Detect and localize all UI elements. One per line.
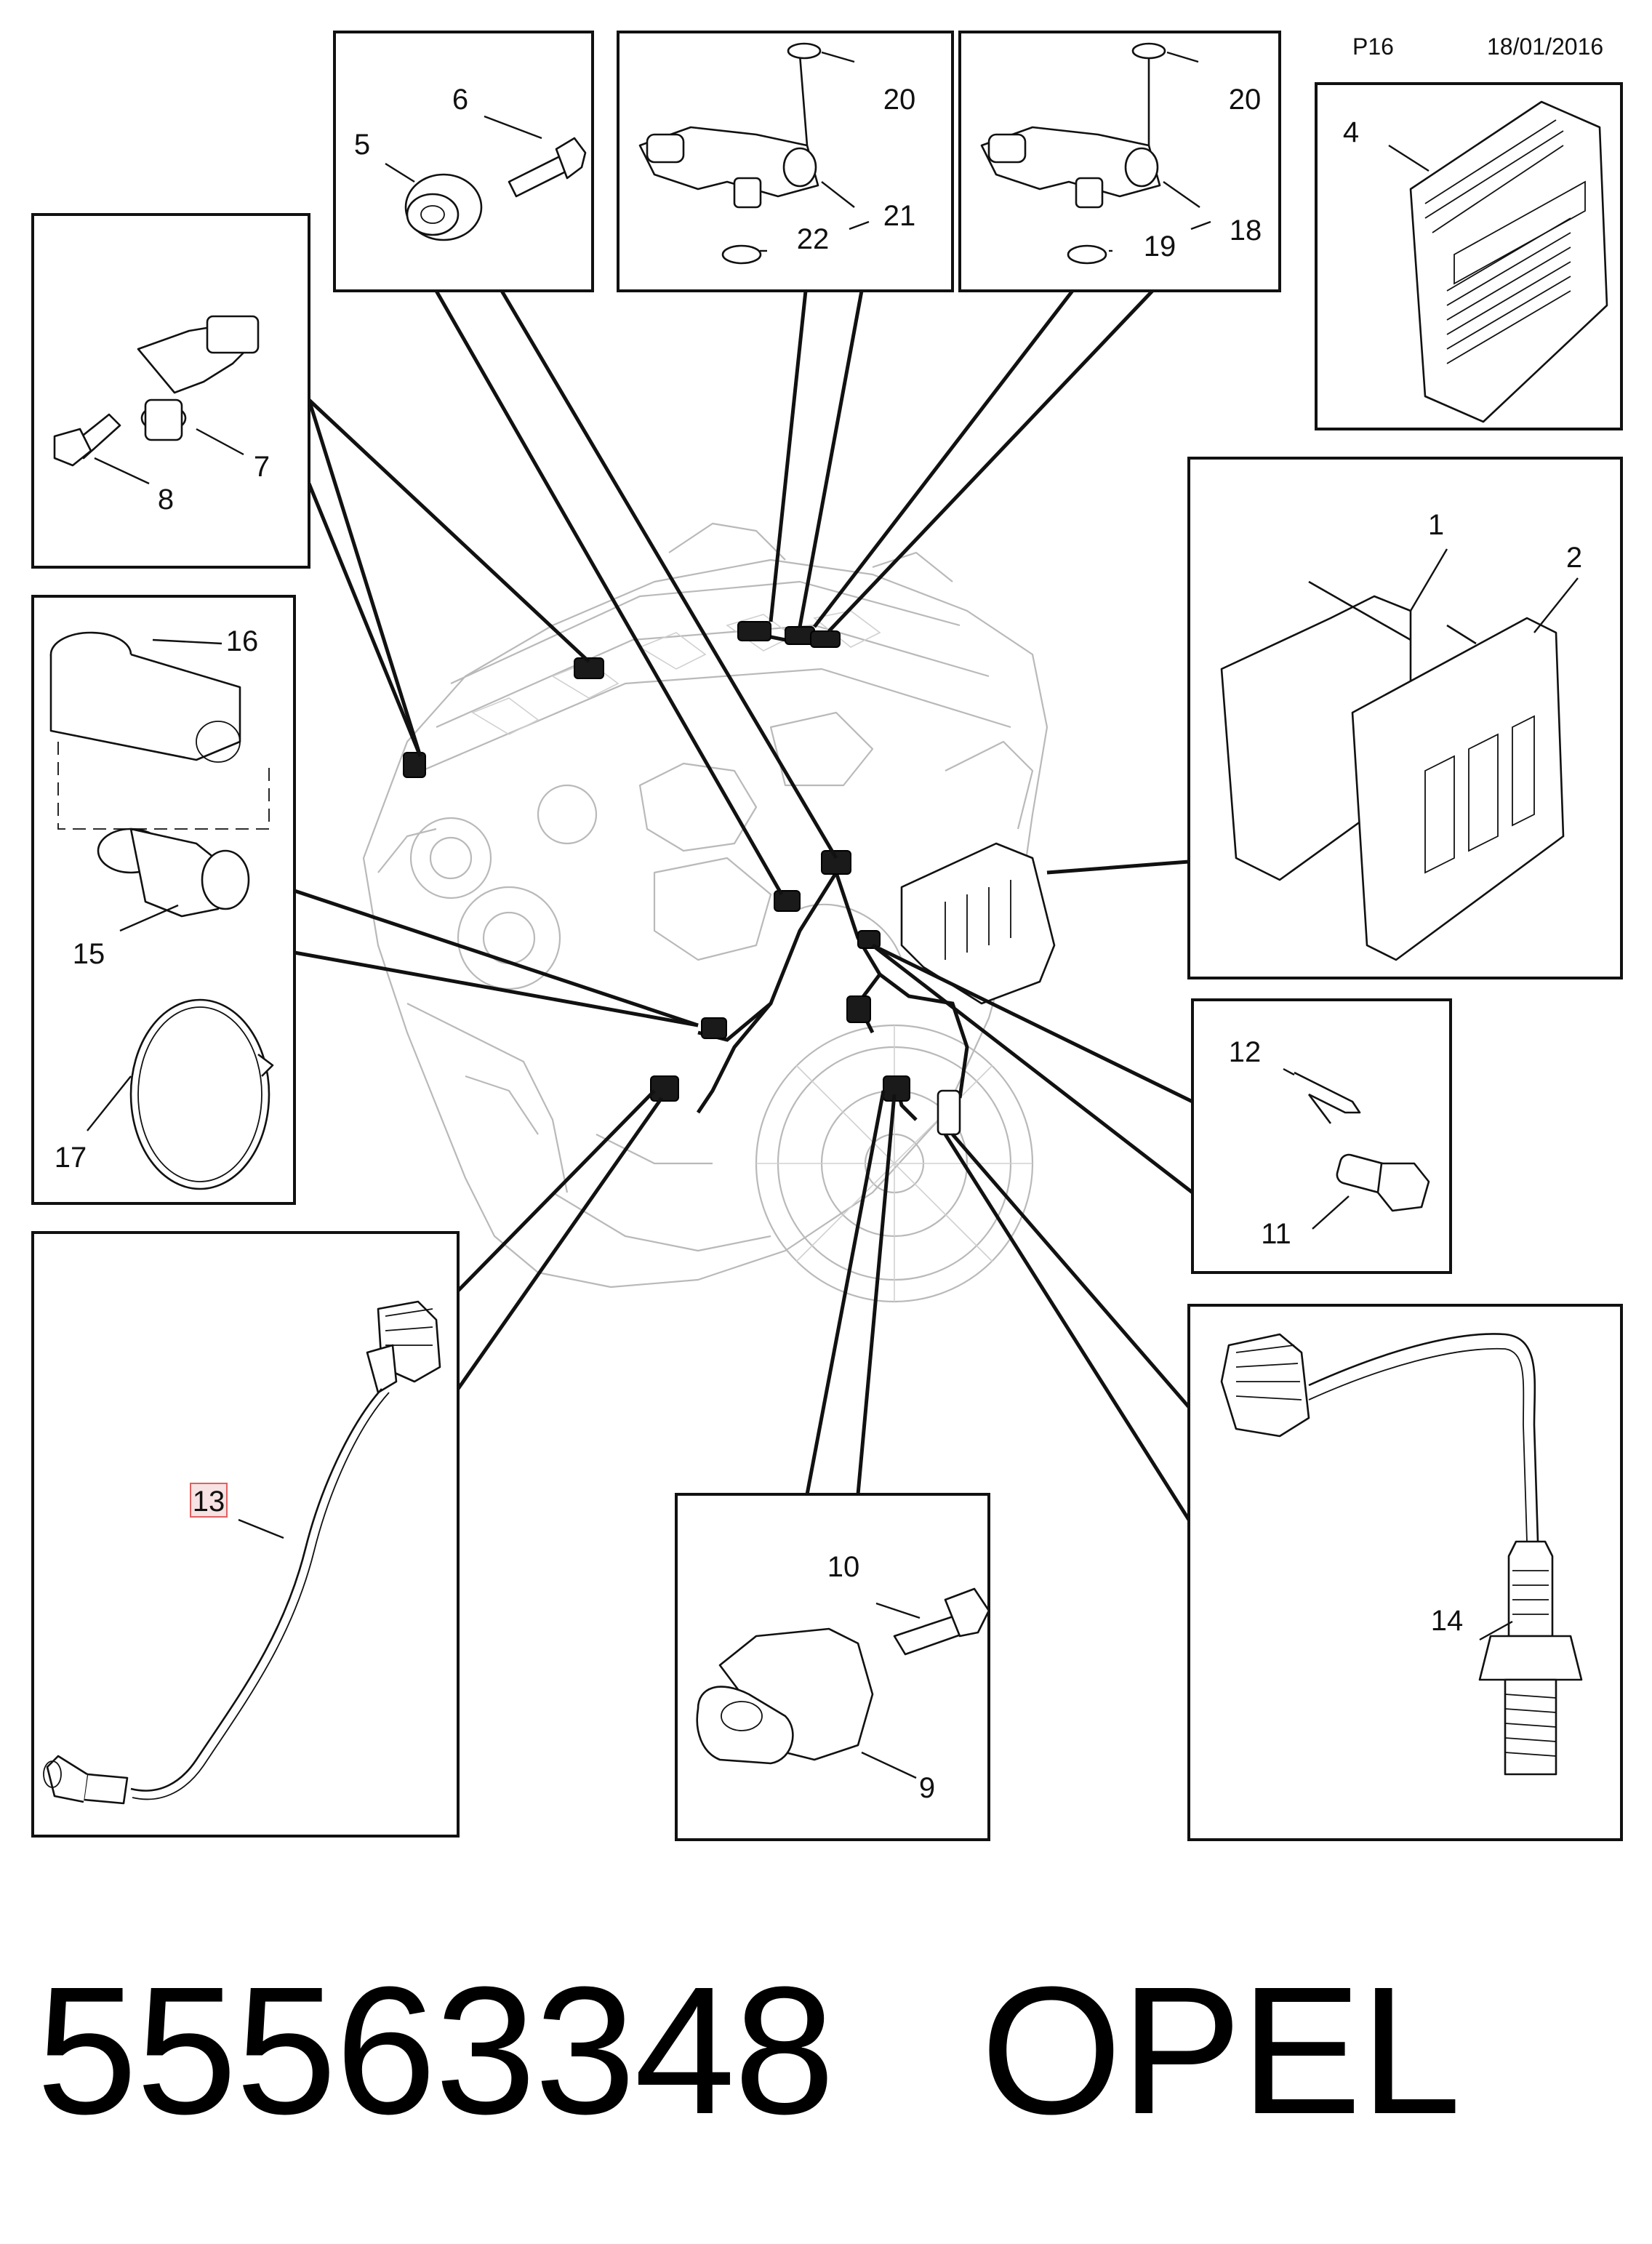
detail-box-4 (1315, 82, 1623, 430)
page-code: P16 (1352, 33, 1394, 60)
part-number-footer: 55563348 OPEL (36, 1960, 1461, 2141)
crank-sensor-illustration (696, 1627, 874, 1765)
map-sensor-illustration-a (638, 42, 822, 265)
idler-pulley-illustration (404, 173, 483, 241)
callout-21: 21 (883, 200, 916, 232)
leader-lines (294, 289, 1194, 1521)
detail-box-15-16-17 (31, 595, 296, 1205)
callout-11: 11 (1261, 1218, 1291, 1250)
callout-19: 19 (1144, 231, 1176, 263)
diagram-date: 18/01/2016 (1487, 33, 1603, 60)
temp-sensor-illustration (1336, 1153, 1430, 1212)
callout-8: 8 (158, 484, 174, 516)
detail-box-11-12 (1191, 998, 1452, 1274)
crank-sensor-bolt-illustration (893, 1587, 990, 1656)
callout-18: 18 (1230, 215, 1262, 247)
oxygen-sensor-13-illustration (43, 1300, 441, 1805)
detail-box-1-2 (1187, 457, 1623, 979)
callout-2: 2 (1566, 542, 1582, 574)
callout-15: 15 (73, 938, 105, 970)
callout-13: 13 (193, 1486, 225, 1518)
part-number: 55563348 (36, 1949, 835, 2152)
clip-illustration (1294, 1071, 1361, 1124)
cam-sensor-illustration (53, 315, 260, 467)
callout-6: 6 (452, 84, 468, 116)
detail-box-5-6 (333, 31, 594, 292)
detail-box-14 (1187, 1304, 1623, 1841)
map-sensor-illustration-b (980, 42, 1166, 265)
brand-name: OPEL (980, 1949, 1461, 2152)
detail-box-20-21-22 (617, 31, 954, 292)
detail-box-18-19-20 (958, 31, 1281, 292)
pulley-bolt-illustration (508, 137, 587, 198)
callout-12: 12 (1229, 1036, 1262, 1068)
callout-20-left: 20 (883, 84, 916, 116)
callout-9: 9 (919, 1772, 935, 1804)
callout-22: 22 (797, 223, 830, 255)
oxygen-sensor-14-illustration (1220, 1333, 1583, 1776)
retaining-ring-illustration (129, 998, 274, 1190)
callout-4: 4 (1343, 116, 1359, 148)
callout-17: 17 (55, 1142, 87, 1174)
callout-leaders (87, 51, 1579, 1779)
ecu-bracket-illustration (1220, 580, 1565, 961)
detail-box-7-8 (31, 213, 310, 569)
ecu-module-illustration (1409, 100, 1608, 423)
callout-20-right: 20 (1229, 84, 1262, 116)
pressure-sensor-illustration (97, 828, 250, 918)
engine-sensor-markers (403, 621, 961, 1136)
detail-box-9-10 (675, 1493, 990, 1841)
callout-1: 1 (1428, 509, 1444, 541)
sleeve-illustration (49, 631, 270, 830)
callout-7: 7 (254, 451, 270, 483)
callout-16: 16 (226, 625, 259, 657)
engine-ecu-outline (900, 842, 1056, 1005)
callout-14: 14 (1431, 1605, 1464, 1637)
callout-13-highlight (190, 1483, 228, 1518)
detail-box-13 (31, 1231, 460, 1838)
callout-10: 10 (827, 1551, 860, 1583)
callout-5: 5 (354, 129, 370, 161)
